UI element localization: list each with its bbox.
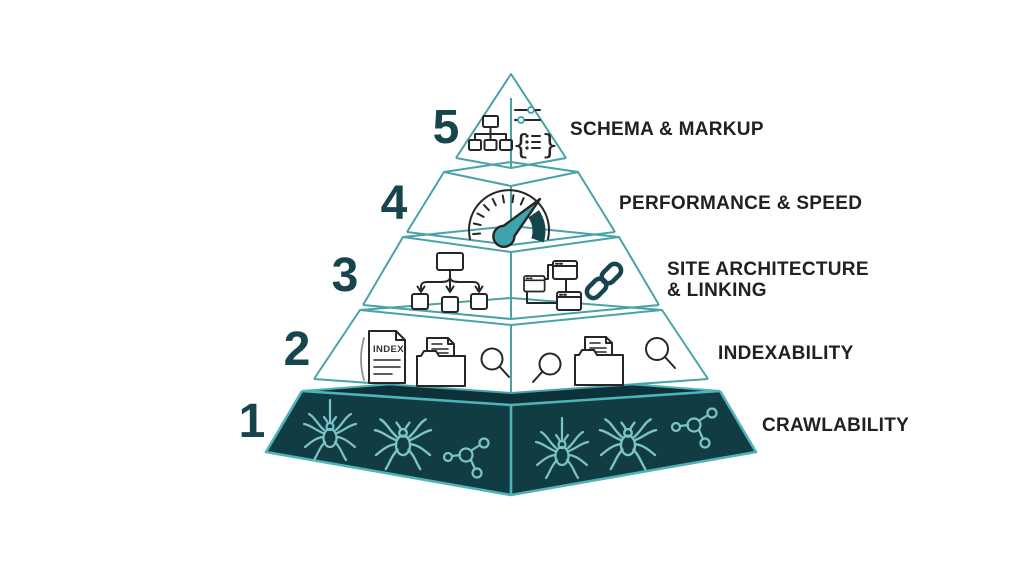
level-2-label: INDEXABILITY [718,343,854,364]
braces-list-icon: { } [512,128,559,161]
level-number-2: 2 [283,323,311,376]
org-chart-icon [468,115,513,151]
base-front-faces [264,389,758,497]
level-number-4: 4 [380,177,408,230]
pyramid-band-outlines [313,73,709,394]
level-number-5: 5 [432,101,460,154]
svg-text:}: } [541,128,559,161]
flowchart-icon [411,252,488,313]
chain-link-icon [584,261,624,301]
level-number-3: 3 [331,249,359,302]
index-label: INDEX [373,344,404,355]
magnifier-icon [480,347,510,378]
level-4-label: PERFORMANCE & SPEED [619,193,863,214]
speedometer-icon [468,189,550,248]
spider-icon [302,398,358,462]
spider-icon [534,416,590,480]
magnifier-icon [532,352,562,383]
linked-windows-icon [523,260,582,311]
svg-text:{: { [512,128,530,161]
magnifier-icon [645,337,676,369]
index-document-icon: INDEX [360,330,406,384]
sliders-icon [514,106,541,124]
level-3-label: SITE ARCHITECTURE & LINKING [667,259,869,301]
level-5-label: SCHEMA & MARKUP [570,119,764,140]
level-1-label: CRAWLABILITY [762,415,910,436]
level-number-1: 1 [238,395,266,448]
